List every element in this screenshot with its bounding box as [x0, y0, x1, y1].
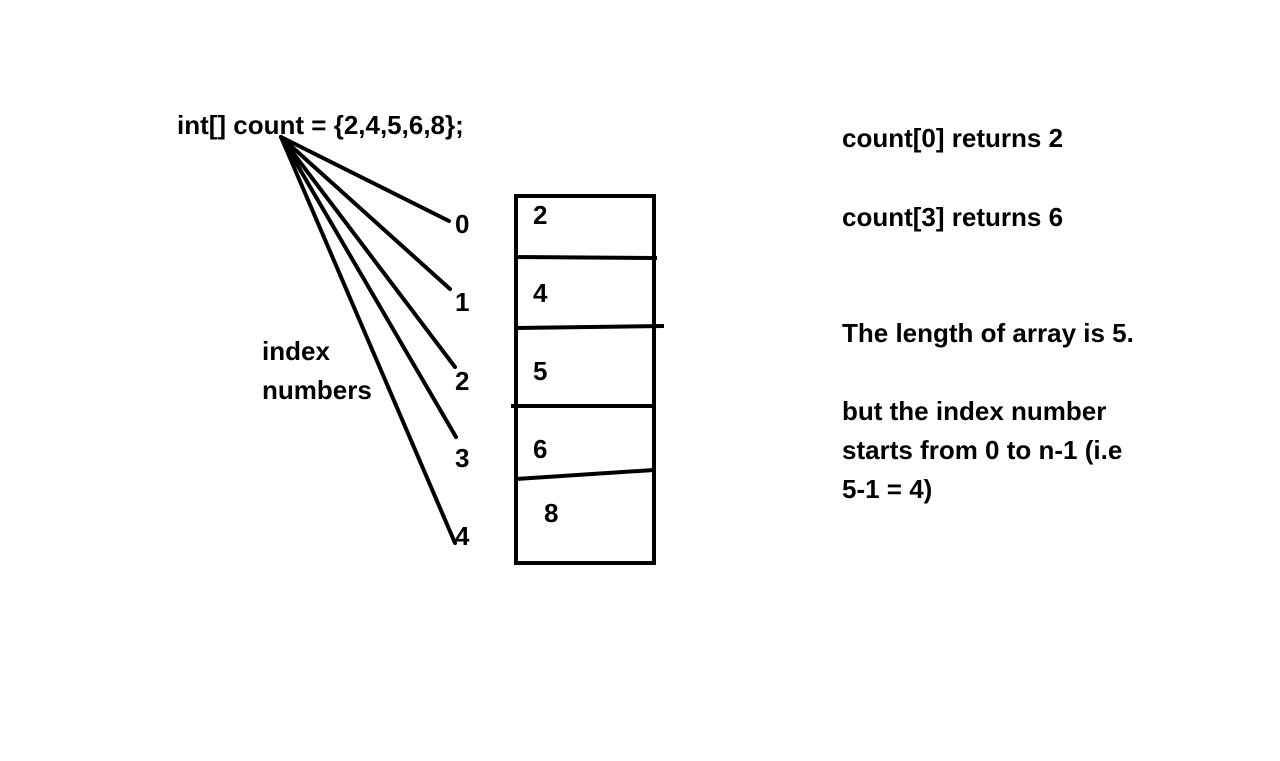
pointer-line-1: [279, 135, 452, 291]
index-caption-line-1: index: [262, 336, 330, 366]
array-declaration: int[] count = {2,4,5,6,8};: [177, 110, 464, 140]
note-access-0: count[0] returns 2: [842, 123, 1064, 153]
index-label-0: 0: [455, 209, 470, 239]
cell-value-0: 2: [533, 200, 548, 230]
index-label-4: 4: [455, 521, 470, 551]
note-range-line-1: but the index number: [842, 396, 1107, 426]
cell-value-4: 8: [544, 498, 559, 528]
index-label-1: 1: [455, 287, 470, 317]
cell-divider-2: [515, 324, 665, 330]
note-length: The length of array is 5.: [842, 318, 1134, 348]
pointer-line-3: [279, 135, 458, 439]
index-caption-line-2: numbers: [262, 375, 372, 405]
note-access-3: count[3] returns 6: [842, 202, 1064, 232]
index-label-3: 3: [455, 443, 470, 473]
pointer-line-0: [279, 135, 451, 223]
index-label-2: 2: [455, 366, 470, 396]
note-range-line-2: starts from 0 to n-1 (i.e: [842, 435, 1123, 465]
cell-value-1: 4: [533, 278, 548, 308]
pointer-line-4: [279, 135, 457, 545]
cell-value-2: 5: [533, 356, 548, 386]
cell-value-3: 6: [533, 434, 548, 464]
cell-divider-1: [515, 255, 658, 260]
pointer-line-2: [279, 135, 457, 369]
cell-divider-4: [515, 468, 655, 481]
array-box: [514, 194, 656, 565]
note-range-line-3: 5-1 = 4): [842, 474, 933, 504]
